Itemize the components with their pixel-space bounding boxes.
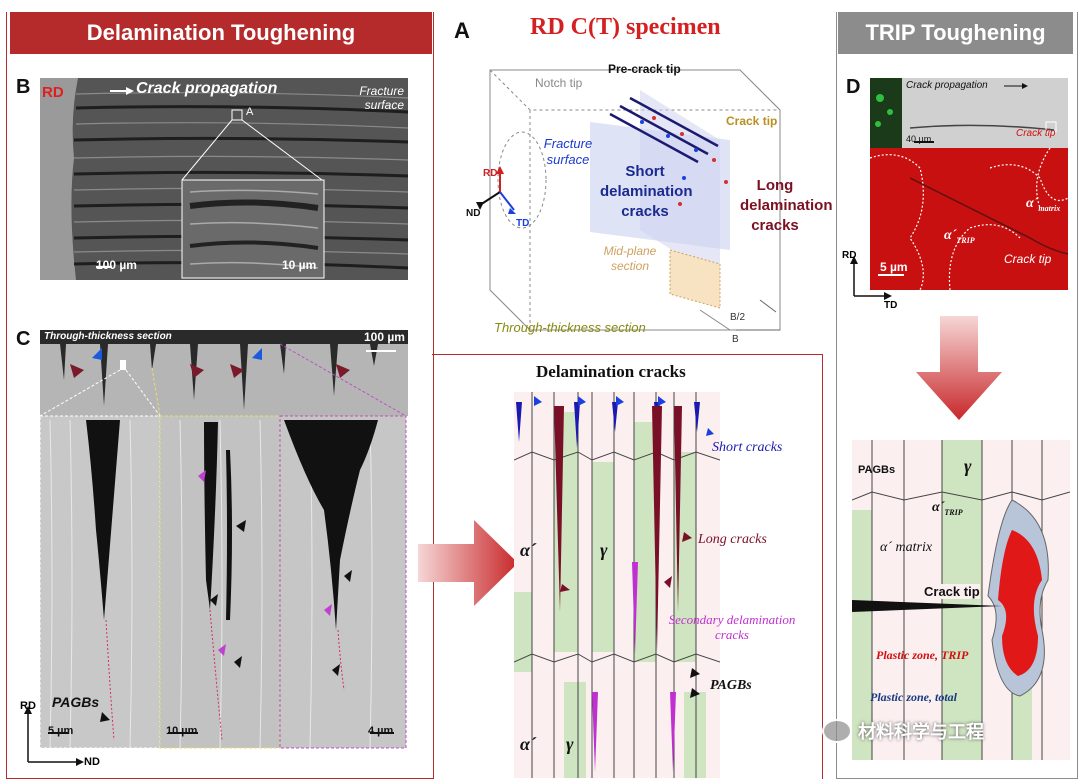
panel-b-fracture-surface: Fracture surface	[359, 84, 404, 112]
panel-a-rd: RD	[483, 168, 498, 179]
delamination-header: Delamination Toughening	[10, 12, 432, 54]
panel-d-axes	[850, 256, 892, 300]
panel-a-precrack-tip: Pre-crack tip	[608, 62, 681, 76]
panel-b-scale-main: 100 µm	[96, 258, 137, 272]
panel-a-b: B	[732, 334, 739, 345]
panel-d-td: TD	[884, 300, 898, 311]
panel-a-fracture-surface: Fracture surface	[543, 136, 593, 167]
trip-plastic-total: Plastic zone, total	[870, 690, 957, 704]
schematic-pagbs: PAGBs	[710, 678, 752, 693]
panel-d-rd: RD	[842, 250, 857, 261]
panel-c-scale-3: 4 µm	[368, 725, 394, 737]
panel-c-scale-top: 100 µm	[364, 330, 405, 344]
panel-c-micrographs	[40, 330, 408, 749]
schematic-title: Delamination cracks	[536, 362, 686, 381]
panel-d-alpha-matrix-symbol: α´	[1026, 196, 1039, 211]
panel-a-specimen-diagram	[476, 69, 781, 331]
panel-a-title: RD C(T) specimen	[530, 14, 721, 40]
trip-alpha-matrix: α´ matrix	[880, 540, 933, 555]
panel-d-alpha-matrix-sub: matrix	[1038, 203, 1061, 213]
middle-red-arrow	[418, 520, 518, 606]
panel-b-inset-label: A	[246, 106, 254, 118]
panel-a-letter: A	[454, 18, 470, 43]
wechat-icon	[822, 719, 852, 743]
trip-pagbs: PAGBs	[858, 464, 896, 476]
panel-b-scale-inset: 10 µm	[282, 258, 317, 272]
schematic-alpha-2: α´	[520, 734, 536, 754]
trip-plastic-trip: Plastic zone, TRIP	[876, 648, 969, 662]
schematic-short-cracks: Short cracks	[712, 440, 783, 455]
panel-b-crack-propagation: Crack propagation	[136, 80, 278, 97]
watermark-text: 材料科学与工程	[858, 722, 984, 742]
panel-d-ebsd-map	[870, 78, 1068, 290]
panel-d-alpha-matrix: α´matrix	[1026, 196, 1060, 213]
panel-a-crack-tip: Crack tip	[726, 114, 778, 128]
panel-d-scale-inset: 40 µm	[906, 134, 932, 144]
trip-header: TRIP Toughening	[838, 12, 1073, 54]
panel-a-b-half: B/2	[730, 312, 746, 323]
trip-crack-tip: Crack tip	[924, 584, 980, 599]
panel-c-scale-1: 5 µm	[48, 725, 74, 737]
schematic-long-cracks: Long cracks	[698, 532, 767, 547]
panel-d-alpha-trip-symbol: α´	[944, 228, 957, 243]
panel-a-short-cracks: Short delamination cracks	[600, 163, 693, 220]
panel-c-pagbs: PAGBs	[52, 694, 100, 710]
panel-d-crack-tip: Crack tip	[1004, 252, 1052, 266]
panel-c-letter: C	[16, 328, 31, 350]
panel-c-axes	[24, 706, 84, 766]
panel-c-section-label: Through-thickness section	[44, 331, 172, 342]
trip-alpha-trip-symbol: α´	[932, 500, 945, 515]
trip-alpha-trip: α´TRIP	[932, 500, 963, 517]
panel-c-rd: RD	[20, 700, 36, 712]
panel-b-precrack: Pre-crack	[26, 151, 42, 208]
panel-a-through-thickness: Through-thickness section	[494, 320, 646, 335]
panel-d-scale: 5 µm	[880, 260, 908, 274]
schematic-secondary: Secondary delamination cracks	[668, 612, 796, 642]
panel-a-long-cracks: Long delamination cracks	[740, 177, 833, 234]
trip-gamma: γ	[964, 456, 972, 476]
panel-d-crack-tip-inset: Crack tip	[1016, 128, 1056, 139]
panel-b-letter: B	[16, 76, 31, 98]
panel-d-alpha-trip-sub: TRIP	[956, 235, 975, 245]
schematic-alpha-1: α´	[520, 540, 536, 560]
watermark: 材料科学与工程	[822, 718, 984, 744]
middle-frame	[432, 354, 823, 779]
right-red-arrow	[916, 316, 1002, 420]
panel-a-midplane: Mid-plane section	[603, 244, 657, 273]
delamination-schematic	[514, 392, 720, 778]
panel-c-scale-2: 10 µm	[166, 725, 198, 737]
panel-a-nd: ND	[466, 208, 481, 219]
panel-d-letter: D	[846, 76, 861, 98]
panel-b-rd: RD	[42, 84, 64, 101]
panel-d-alpha-trip: α´TRIP	[944, 228, 975, 245]
trip-schematic	[852, 440, 1070, 760]
panel-c-nd: ND	[84, 756, 100, 768]
panel-d-crack-propagation: Crack propagation	[906, 80, 988, 91]
schematic-gamma-1: γ	[600, 540, 608, 560]
schematic-gamma-2: γ	[566, 734, 574, 754]
panel-a-notch-tip: Notch tip	[535, 76, 583, 90]
panel-a-td: TD	[516, 218, 530, 229]
panel-b-sem-image	[40, 78, 408, 280]
trip-alpha-trip-sub: TRIP	[944, 507, 963, 517]
